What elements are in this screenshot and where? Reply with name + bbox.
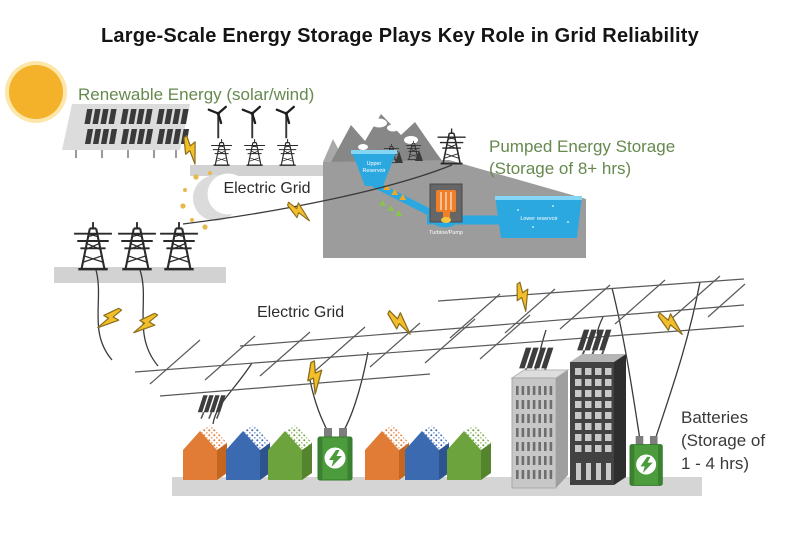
house-green-1 — [268, 425, 312, 480]
lightning-bolt-icon — [96, 303, 125, 336]
grid-mesh — [134, 275, 746, 397]
lightning-bolt-icon — [132, 308, 161, 341]
turbine-pump-icon — [429, 183, 463, 223]
houses-row — [183, 394, 491, 481]
upper-platform — [190, 165, 335, 176]
house-blue-1 — [226, 425, 270, 480]
power-lines — [95, 164, 701, 441]
building-dark — [570, 328, 626, 485]
batteries-line1: Batteries — [681, 408, 749, 427]
electric-grid-label-upper: Electric Grid — [223, 180, 311, 197]
wind-turbine-icons — [207, 105, 295, 140]
upper-reservoir-label2: Reservoir — [362, 168, 385, 174]
ridge-towers-icon — [383, 140, 423, 164]
renewable-energy-label: Renewable Energy (solar/wind) — [78, 85, 315, 104]
pumped-storage-diagram: Upper Reservoir — [323, 114, 586, 258]
pumped-storage-line1: Pumped Energy Storage — [489, 137, 676, 156]
batteries-line2: (Storage of — [681, 431, 766, 450]
ground-platform — [172, 477, 702, 496]
batteries-label: Batteries (Storage of 1 - 4 hrs) — [681, 406, 765, 475]
electric-grid-label-lower: Electric Grid — [257, 304, 345, 321]
pumped-storage-label: Pumped Energy Storage (Storage of 8+ hrs… — [489, 136, 675, 180]
turbine-pump-label: Turbine/Pump — [429, 230, 463, 236]
transmission-towers-left — [72, 220, 200, 271]
transmission-towers-small — [210, 138, 299, 166]
lightning-bolt-icon — [300, 359, 331, 396]
house-orange-1 — [183, 425, 227, 480]
upper-reservoir: Upper Reservoir — [351, 150, 397, 186]
pumped-storage-line2: (Storage of 8+ hrs) — [489, 159, 632, 179]
sun-icon — [5, 61, 67, 123]
lower-reservoir-label: Lower reservoir — [520, 216, 557, 222]
page-title: Large-Scale Energy Storage Plays Key Rol… — [101, 25, 699, 47]
solar-array-icon — [62, 104, 190, 158]
lightning-bolt-icon — [508, 280, 539, 313]
house-blue-2 — [405, 425, 449, 480]
moon-icon — [180, 171, 249, 230]
rooftop-solar-icon — [197, 394, 227, 420]
battery-icon-left — [317, 428, 353, 481]
house-green-2 — [447, 425, 491, 480]
stars — [180, 171, 212, 230]
upper-reservoir-label: Upper — [367, 161, 382, 167]
house-orange-2 — [365, 425, 409, 480]
batteries-line3: 1 - 4 hrs) — [681, 454, 750, 473]
flow-arrows — [379, 183, 407, 217]
building-light — [510, 346, 570, 489]
lower-reservoir: Lower reservoir — [495, 196, 582, 238]
mountain-tower-icon — [436, 127, 467, 165]
battery-icon-right — [629, 436, 663, 486]
